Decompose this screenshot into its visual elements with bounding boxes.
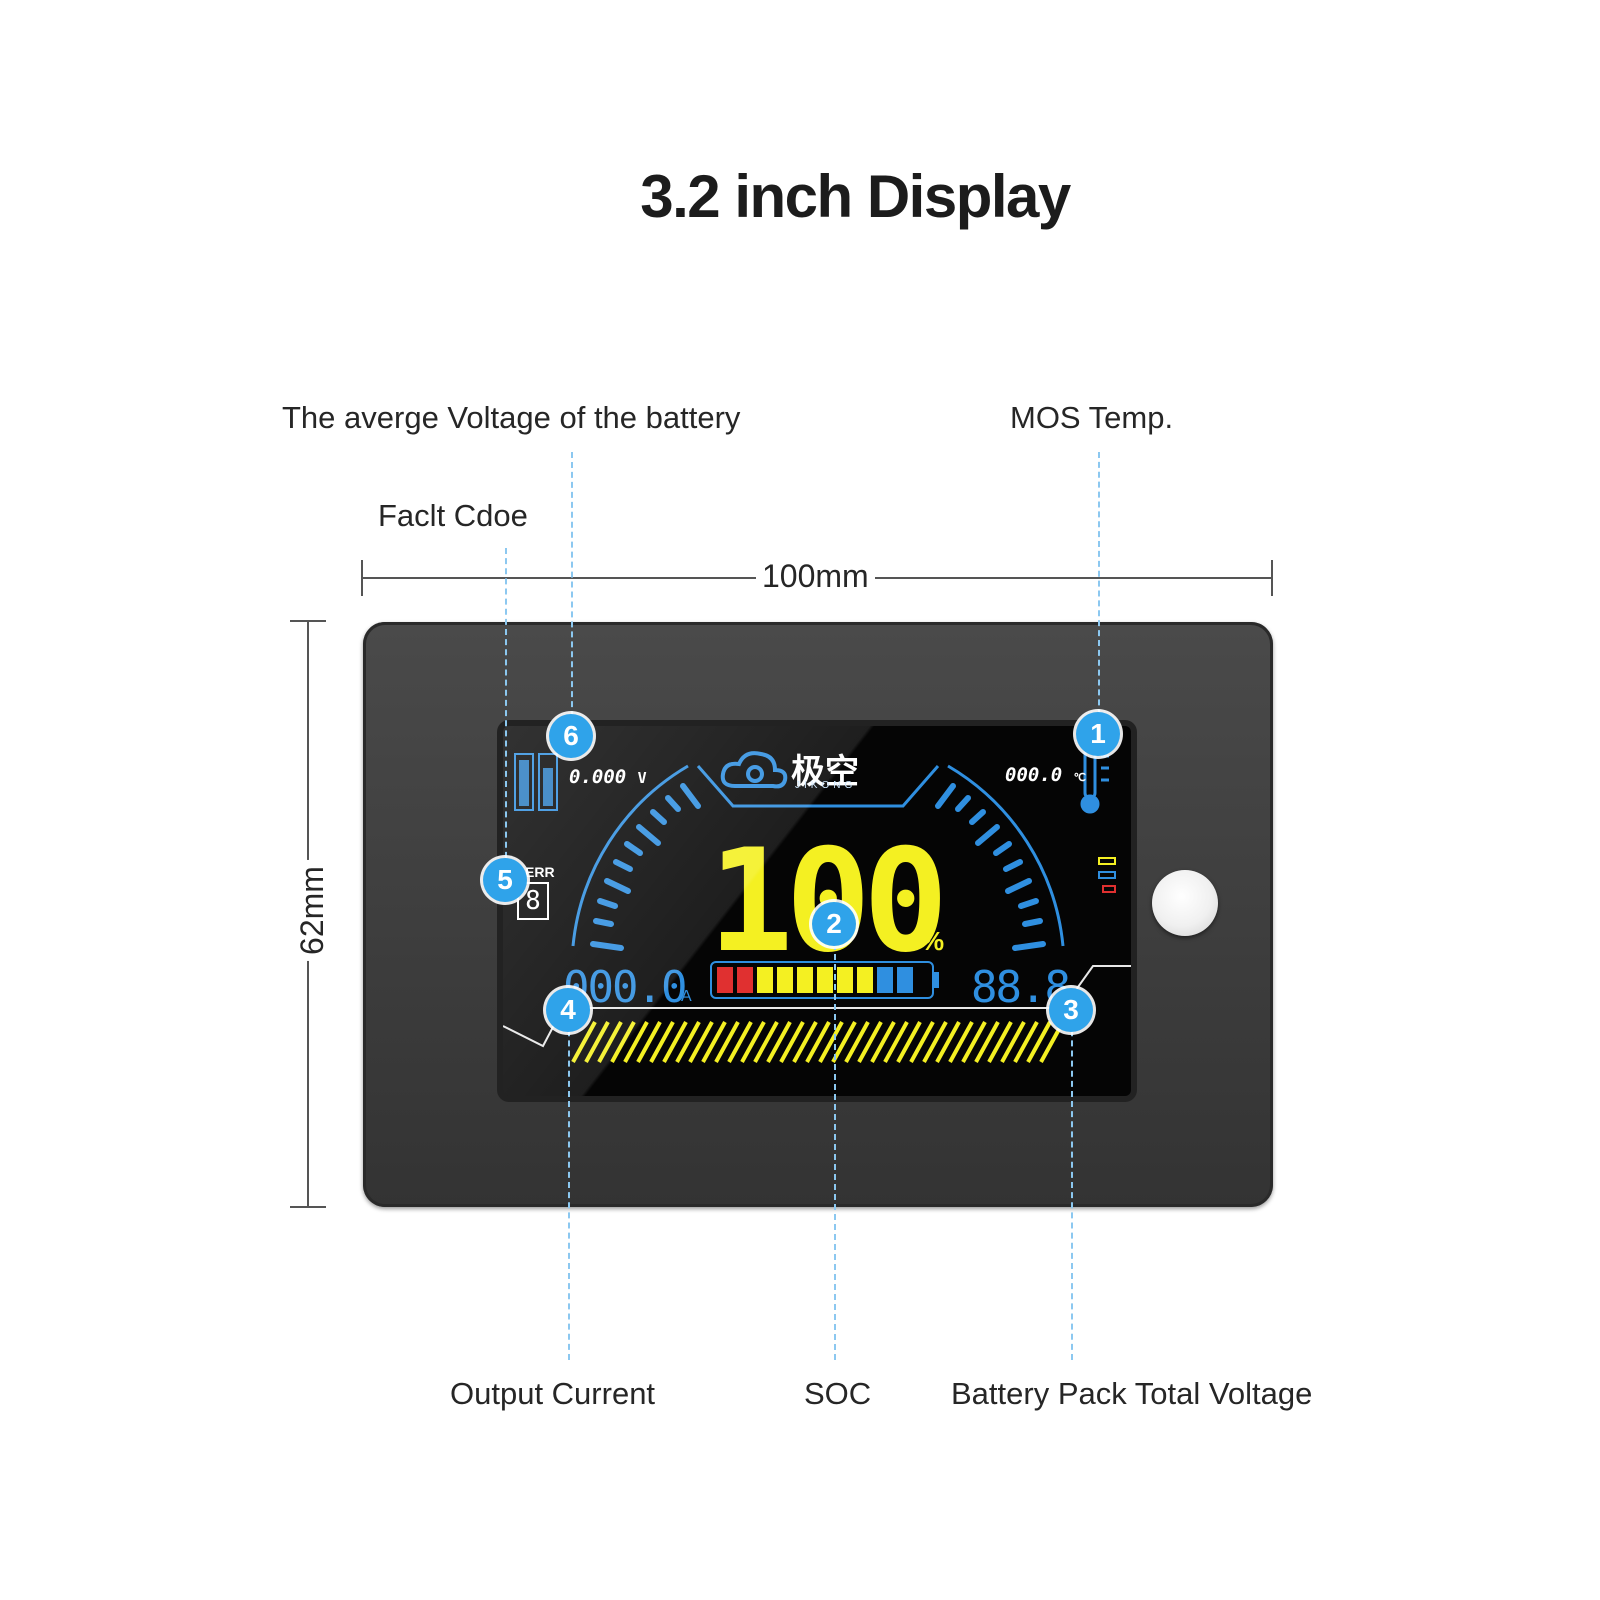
hatch-stripe xyxy=(623,1021,649,1063)
hatch-stripe xyxy=(805,1021,831,1063)
hatch-stripe xyxy=(1026,1021,1052,1063)
callout-pack-voltage: Battery Pack Total Voltage xyxy=(951,1376,1313,1411)
width-dimension-tick-left xyxy=(361,560,363,596)
hatch-stripe xyxy=(831,1021,857,1063)
hatch-stripe xyxy=(597,1021,623,1063)
hatch-stripe xyxy=(792,1021,818,1063)
hatch-stripe xyxy=(714,1021,740,1063)
hatch-stripe xyxy=(948,1021,974,1063)
hatch-stripe xyxy=(727,1021,753,1063)
leader-line-3 xyxy=(1071,1010,1073,1360)
soc-value: 100 xyxy=(708,819,949,984)
hatch-stripe xyxy=(662,1021,688,1063)
callout-soc: SOC xyxy=(804,1376,872,1411)
hatch-stripe xyxy=(922,1021,948,1063)
hatch-stripe xyxy=(961,1021,987,1063)
badge-6: 6 xyxy=(549,714,593,758)
height-dimension-tick-top xyxy=(290,620,326,622)
hatch-stripe xyxy=(610,1021,636,1063)
width-dimension-tick-right xyxy=(1271,560,1273,596)
lcd-graphics xyxy=(503,746,1131,1063)
error-label: ERR xyxy=(525,864,555,880)
hatch-stripe xyxy=(584,1021,610,1063)
leader-line-1 xyxy=(1098,452,1100,735)
hatch-stripe xyxy=(909,1021,935,1063)
hatch-stripe xyxy=(857,1021,883,1063)
brand-name-cn: 极空 xyxy=(791,753,859,791)
power-button[interactable] xyxy=(1152,870,1218,936)
right-gauge-arc xyxy=(947,764,1065,947)
cell-battery-icon xyxy=(514,753,558,811)
leader-line-6 xyxy=(571,452,573,737)
cloud-logo-icon xyxy=(720,751,788,789)
soc-unit: % xyxy=(921,926,945,956)
temperature-readout: 000.0 ℃ xyxy=(1005,764,1086,786)
cell-voltage-unit: V xyxy=(637,769,647,787)
hatch-stripe xyxy=(675,1021,701,1063)
badge-5: 5 xyxy=(483,858,527,902)
badge-4: 4 xyxy=(546,988,590,1032)
hatch-stripe xyxy=(987,1021,1013,1063)
hatch-stripe xyxy=(896,1021,922,1063)
leader-line-2 xyxy=(834,924,836,1360)
thermometer-icon xyxy=(1080,746,1109,814)
hatch-stripe xyxy=(935,1021,961,1063)
bottom-frame-line xyxy=(503,965,1131,1048)
width-dimension-label: 100mm xyxy=(756,558,875,595)
hatch-stripe xyxy=(1000,1021,1026,1063)
height-dimension-label: 62mm xyxy=(293,860,331,961)
hatch-stripe xyxy=(844,1021,870,1063)
hatch-stripe xyxy=(883,1021,909,1063)
hatch-stripe xyxy=(688,1021,714,1063)
hatched-progress-bar xyxy=(571,1021,1065,1063)
hatch-stripe xyxy=(779,1021,805,1063)
height-dimension-tick-bottom xyxy=(290,1206,326,1208)
temperature-value: 000.0 xyxy=(1005,764,1063,786)
status-bars-icon xyxy=(1098,857,1116,893)
callout-fault-code: Faclt Cdoe xyxy=(378,498,528,533)
hatch-stripe xyxy=(571,1021,597,1063)
page-title: 3.2 inch Display xyxy=(640,163,1071,230)
hatch-stripe xyxy=(870,1021,896,1063)
hatch-stripe xyxy=(766,1021,792,1063)
hatch-stripe xyxy=(753,1021,779,1063)
hatch-stripe xyxy=(740,1021,766,1063)
temperature-unit: ℃ xyxy=(1073,771,1087,784)
hatch-stripe xyxy=(1013,1021,1039,1063)
leader-line-5 xyxy=(505,548,507,868)
left-gauge-arc xyxy=(571,764,689,947)
hatch-stripe xyxy=(818,1021,844,1063)
badge-3: 3 xyxy=(1049,988,1093,1032)
callout-output-current: Output Current xyxy=(450,1376,656,1411)
header-frame xyxy=(696,765,940,808)
cell-voltage-value: 0.000 xyxy=(569,766,627,788)
hatch-stripe xyxy=(701,1021,727,1063)
badge-2: 2 xyxy=(812,902,856,946)
hatch-stripe xyxy=(636,1021,662,1063)
leader-line-4 xyxy=(568,1010,570,1360)
battery-level-bar xyxy=(710,961,939,999)
hatch-stripe xyxy=(649,1021,675,1063)
current-unit: A xyxy=(681,988,692,1005)
badge-1: 1 xyxy=(1076,712,1120,756)
callout-avg-voltage: The averge Voltage of the battery xyxy=(282,400,741,435)
cell-voltage-readout: 0.000 V xyxy=(569,766,647,788)
error-code-digit: 8 xyxy=(517,882,549,920)
left-gauge-ticks xyxy=(590,783,701,951)
callout-mos-temp: MOS Temp. xyxy=(1010,400,1174,435)
hatch-stripe xyxy=(974,1021,1000,1063)
right-gauge-ticks xyxy=(935,783,1046,951)
brand-name-en: JIKONG xyxy=(795,780,857,791)
